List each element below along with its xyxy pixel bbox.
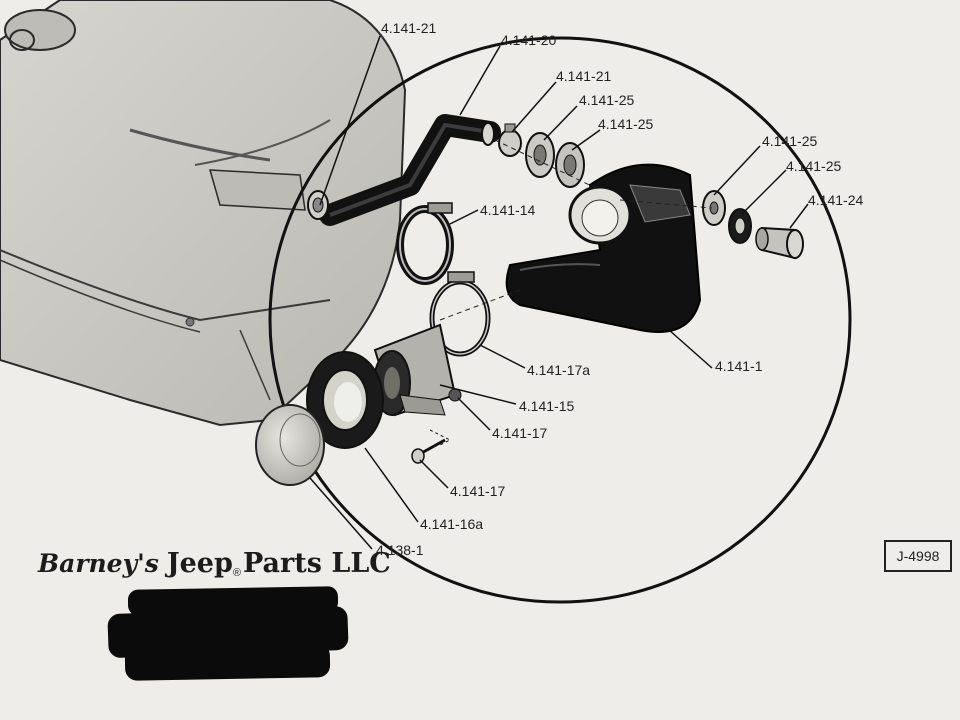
callout-4-138-1: 4.138-1 [376, 542, 424, 558]
filler-neck [373, 323, 462, 417]
elbow-hose [505, 163, 702, 333]
fuel-tank [0, 0, 407, 427]
hose-clamp-upper [498, 123, 522, 157]
clamp-ring-14 [396, 202, 454, 285]
callout-4-141-17-b: 4.141-17 [450, 483, 506, 499]
fuel-cap [255, 404, 325, 486]
brand-name-script: Barney's [38, 549, 159, 578]
washers-upper [525, 132, 585, 188]
callout-4-141-20: 4.141-20 [501, 32, 557, 48]
brand-name-jeep: Jeep [166, 548, 233, 579]
callout-4-141-17a: 4.141-17a [527, 362, 591, 378]
hose-clamp-small [307, 190, 329, 220]
leader-lines [309, 35, 809, 550]
gasket-ring [306, 351, 384, 449]
vent-fitting [755, 226, 804, 260]
alignment-lines [439, 139, 713, 321]
callout-4-141-21-b: 4.141-21 [556, 68, 612, 84]
brand-name-parts: Parts LLC [242, 548, 391, 579]
callout-4-141-17-a: 4.141-17 [492, 425, 548, 441]
washers-right [702, 190, 752, 244]
callout-4-141-1: 4.141-1 [715, 358, 763, 374]
callout-4-141-25-b: 4.141-25 [598, 116, 654, 132]
callout-4-141-25-a: 4.141-25 [579, 92, 635, 108]
callout-4-141-21-a: 4.141-21 [381, 20, 437, 36]
callout-4-141-15: 4.141-15 [519, 398, 575, 414]
callout-4-141-25-c: 4.141-25 [762, 133, 818, 149]
redacted-address-line-3 [124, 643, 331, 681]
screw [411, 429, 452, 464]
figure-id-box: J-4998 [884, 540, 952, 572]
callout-4-141-25-d: 4.141-25 [786, 158, 842, 174]
detail-circle [268, 36, 852, 604]
callout-4-141-14: 4.141-14 [480, 202, 536, 218]
callout-4-141-24: 4.141-24 [808, 192, 864, 208]
registered-mark: ® [232, 567, 241, 580]
callout-4-141-16a: 4.141-16a [420, 516, 484, 532]
clamp-ring-17a [429, 271, 491, 357]
filler-tube [319, 114, 501, 226]
